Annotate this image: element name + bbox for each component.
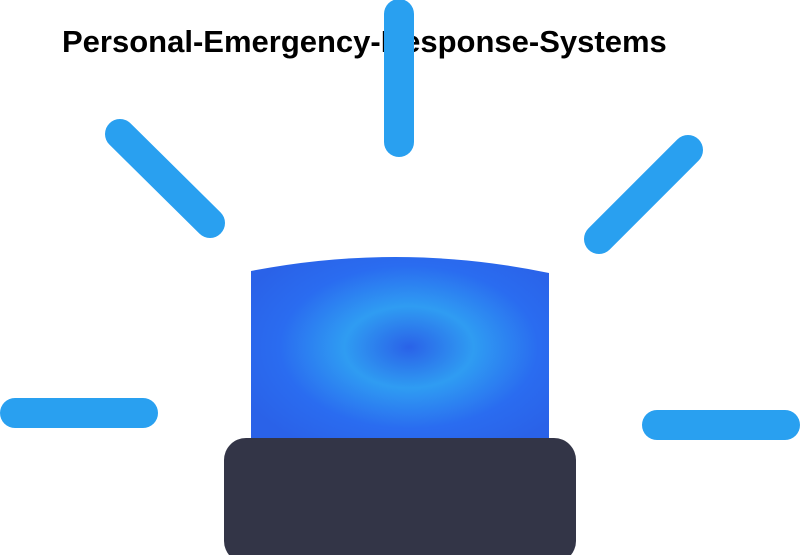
ray-upper-right — [584, 135, 703, 254]
ray-upper-left — [105, 119, 225, 238]
siren-dome — [251, 256, 549, 445]
page-title: Personal-Emergency-Response-Systems — [62, 24, 667, 59]
siren-base — [224, 438, 576, 555]
